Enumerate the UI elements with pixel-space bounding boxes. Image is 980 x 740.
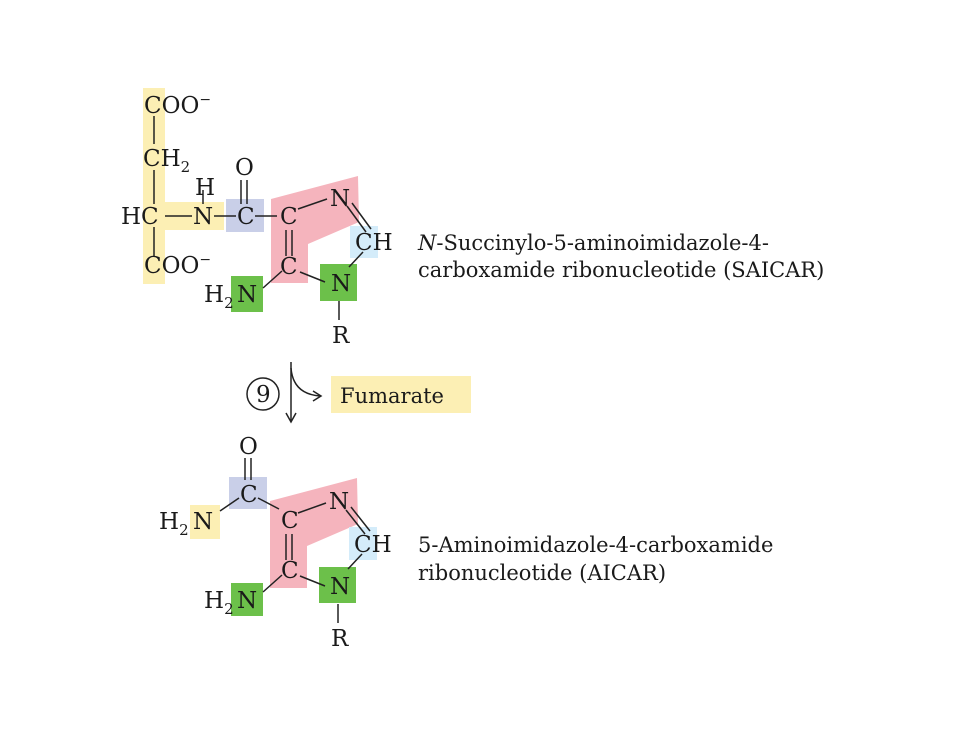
- saicar-name-line1: N-Succinylo-5-aminoimidazole-4-: [417, 231, 769, 255]
- saicar-ring-ch: CH: [355, 230, 393, 256]
- aicar-carbonyl-c: C: [240, 482, 258, 508]
- ring-c-n-highlight: [271, 176, 359, 283]
- saicar-ring-n1: N: [331, 271, 351, 297]
- aicar-ring-c4: C: [281, 508, 299, 534]
- aicar-ring-c5: C: [281, 558, 299, 584]
- aicar-amino-n-highlight: [231, 583, 263, 616]
- aicar-ring-n-highlight: [319, 567, 356, 603]
- saicar-ring-c4: C: [280, 204, 298, 230]
- aicar-r-group: R: [331, 626, 349, 652]
- saicar-ring-c5: C: [280, 254, 298, 280]
- step-number-circle: [246, 377, 280, 411]
- saicar-coo-bottom: COO−: [144, 252, 211, 279]
- saicar-ring-n3: N: [330, 186, 350, 212]
- saicar-carbonyl-c: C: [237, 204, 255, 230]
- reaction-step: 9 Fumarate: [246, 362, 471, 424]
- aicar-amino-h2: H2: [204, 588, 234, 618]
- aicar-amide-h2: H2: [159, 509, 189, 539]
- saicar-name-line2: carboxamide ribonucleotide (SAICAR): [418, 258, 824, 282]
- saicar-bonds: [153, 116, 372, 320]
- saicar-coo-top: COO−: [144, 92, 211, 119]
- aicar-bonds: [219, 458, 371, 623]
- saicar-amide-n: N: [193, 204, 213, 230]
- aicar-amide-highlight: [190, 505, 220, 539]
- aicar-amide-n: N: [193, 509, 213, 535]
- saicar-amino-n: N: [237, 282, 257, 308]
- ring-n-highlight: [320, 264, 357, 301]
- fumarate-label: Fumarate: [340, 384, 444, 408]
- aicar-ring-c-n-highlight: [270, 478, 358, 588]
- fumarate-highlight: [331, 376, 471, 413]
- amino-n-highlight: [231, 276, 263, 312]
- saicar-amino-h2: H2: [204, 282, 234, 312]
- saicar-alpha-hc: HC: [121, 204, 159, 230]
- aicar-name-line1: 5-Aminoimidazole-4-carboxamide: [418, 533, 773, 557]
- aicar-ring-ch: CH: [354, 532, 392, 558]
- aicar-ring-n3: N: [329, 489, 349, 515]
- aicar-structure: O C H2 N C N CH C N H2 N R: [159, 434, 392, 652]
- saicar-amide-h: H: [195, 175, 215, 201]
- byproduct-release-arrow: [290, 367, 321, 397]
- aicar-amino-n: N: [237, 588, 257, 614]
- saicar-carbonyl-o: O: [235, 155, 254, 181]
- saicar-structure: COO− CH2 H O HC N C C N CH COO− C N H2 N…: [121, 92, 393, 349]
- aicar-carbonyl-o: O: [239, 434, 258, 460]
- saicar-ch2: CH2: [143, 146, 190, 176]
- reaction-arrow-head: [285, 412, 297, 424]
- aicar-carbonyl-highlight: [229, 477, 267, 509]
- byproduct-arrow-head: [312, 390, 323, 402]
- step-number: 9: [256, 382, 271, 408]
- aicar-name-line2: ribonucleotide (AICAR): [418, 561, 666, 585]
- ring-ch-highlight: [350, 226, 378, 258]
- saicar-r-group: R: [332, 323, 350, 349]
- aicar-ring-n1: N: [330, 574, 350, 600]
